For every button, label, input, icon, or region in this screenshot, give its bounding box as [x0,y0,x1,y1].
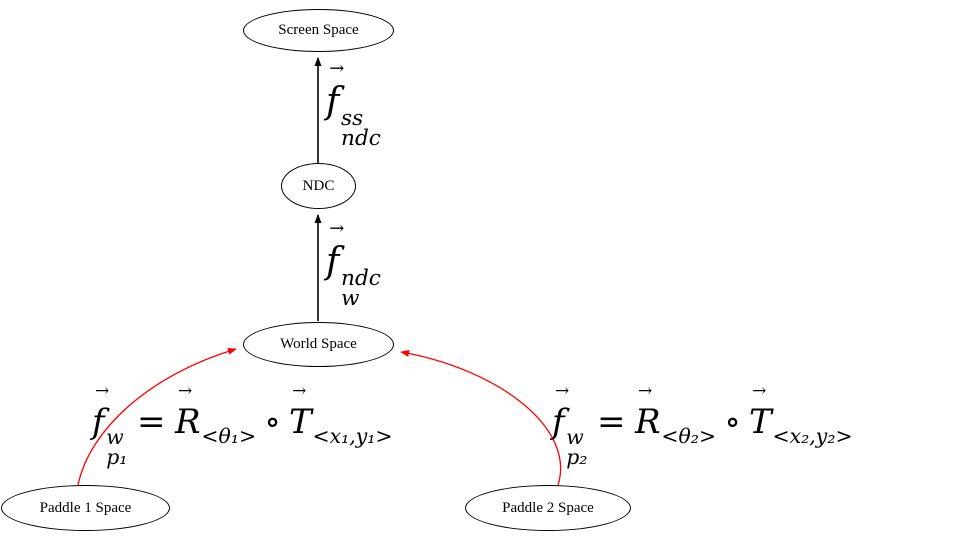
vector-arrow-icon: → [329,217,345,239]
math-base-f: f [326,241,340,282]
subscript: p₂ [566,444,588,469]
math-base-R: R [634,402,661,442]
superscript: ndc [341,265,381,291]
subscript: <x₂,y₂> [772,424,853,449]
subscript: w [341,286,360,312]
superscript: w [566,425,584,450]
math-base-f: f [552,402,565,442]
vector-arrow-icon: → [95,380,110,401]
math-base-T: T [289,402,312,442]
ring-operator: ∘ [724,402,741,442]
equals-sign: = [596,402,626,442]
node-screen-space-label: Screen Space [278,22,359,38]
superscript: ss [341,105,364,131]
node-world-space-label: World Space [280,336,357,352]
node-world-space: World Space [243,322,394,367]
node-ndc: NDC [281,163,356,209]
subscript: <x₁,y₁> [312,424,393,449]
node-ndc-label: NDC [302,177,335,194]
superscript: w [106,425,124,450]
equals-sign: = [136,402,166,442]
vector-arrow-icon: → [329,57,345,79]
math-base-R: R [174,402,201,442]
math-base-f: f [92,402,105,442]
vector-R: →R [174,382,201,442]
node-paddle1-space: Paddle 1 Space [1,485,170,531]
node-paddle2-space-label: Paddle 2 Space [502,499,594,516]
node-paddle2-space: Paddle 2 Space [465,485,631,531]
vector-T: →T [749,382,772,442]
vector-arrow-icon: → [178,380,193,401]
subscript: p₁ [106,444,128,469]
vector-f: →f [92,382,109,442]
vector-T: →T [289,382,312,442]
subscript: ndc [341,126,381,152]
node-screen-space: Screen Space [243,9,394,52]
subscript: <θ₂> [661,424,717,449]
vector-arrow-icon: → [292,380,307,401]
ring-operator: ∘ [264,402,281,442]
vector-R: →R [634,382,661,442]
node-paddle1-space-label: Paddle 1 Space [39,499,132,516]
vector-arrow-icon: → [752,380,767,401]
vector-f: →f [552,382,569,442]
math-base-f: f [326,81,340,122]
math-base-T: T [749,402,772,442]
vector-arrow-icon: → [555,380,570,401]
arrow-paddle1-to-world [77,347,237,486]
subscript: <θ₁> [201,424,257,449]
vector-arrow-icon: → [638,380,653,401]
arrow-paddle2-to-world [400,349,562,486]
vector-f: →f [326,219,344,282]
vector-f: →f [326,59,344,122]
